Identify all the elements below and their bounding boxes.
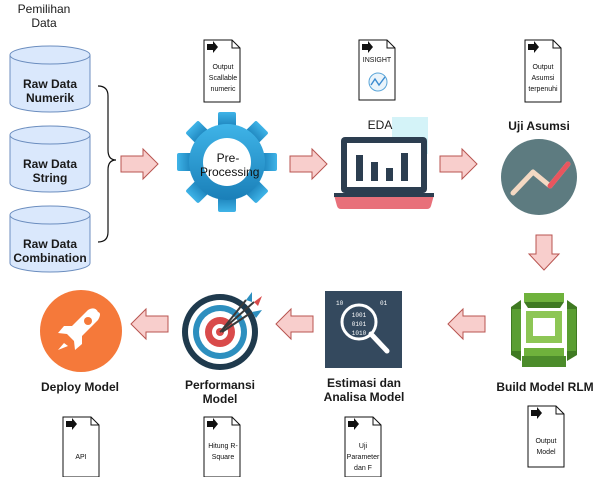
deploy-label: Deploy Model bbox=[40, 380, 119, 394]
source-group-title: Pemilihan Data bbox=[17, 2, 71, 30]
eda-label: EDA bbox=[367, 118, 393, 132]
doc-icon-performansi bbox=[203, 416, 241, 477]
arrow-uji-to-build bbox=[527, 234, 561, 271]
preprocessing-label: Pre-Processing bbox=[200, 151, 260, 179]
cube-model-icon bbox=[511, 293, 577, 367]
svg-text:01: 01 bbox=[380, 300, 388, 307]
cylinder-label-combination: Raw Data Combination bbox=[13, 237, 87, 265]
performansi-label: Performansi Model bbox=[184, 378, 256, 406]
arrow-source-to-preprocessing bbox=[120, 147, 159, 181]
svg-text:1001: 1001 bbox=[352, 312, 367, 319]
doc-icon-preprocessing bbox=[203, 39, 241, 103]
cylinder-label-string: Raw Data String bbox=[22, 157, 78, 185]
doc-icon-deploy bbox=[62, 416, 100, 477]
laptop-chart-icon bbox=[334, 117, 434, 209]
group-brace bbox=[97, 85, 117, 243]
arrow-performansi-to-deploy bbox=[130, 307, 169, 341]
magnifier-binary-icon: 1001 0101 1010 10 01 bbox=[325, 291, 402, 368]
eda-output-text: INSIGHT bbox=[362, 57, 392, 64]
doc-icon-build bbox=[527, 405, 565, 468]
build-output-text: Output Model bbox=[535, 438, 557, 456]
cylinder-combination bbox=[9, 205, 91, 273]
arrow-estimasi-to-performansi bbox=[275, 307, 314, 341]
svg-text:0101: 0101 bbox=[352, 321, 367, 328]
estimasi-output-text: Uji Parameter dan F bbox=[346, 443, 380, 472]
arrow-preprocessing-to-eda bbox=[289, 147, 328, 181]
cylinder-string bbox=[9, 125, 91, 193]
gear-icon bbox=[177, 112, 277, 212]
arrows bbox=[120, 147, 561, 341]
cylinder-numerik bbox=[9, 45, 91, 113]
doc-icon-uji bbox=[524, 39, 562, 103]
doc-icon-eda bbox=[358, 39, 396, 101]
doc-icon-estimasi bbox=[344, 416, 382, 477]
cylinder-label-numerik: Raw Data Numerik bbox=[22, 77, 78, 105]
arrow-build-to-estimasi bbox=[447, 307, 486, 341]
trend-circle-icon bbox=[501, 139, 577, 215]
target-icon bbox=[182, 292, 262, 370]
arrow-eda-to-uji bbox=[439, 147, 478, 181]
svg-text:1010: 1010 bbox=[352, 330, 367, 337]
rocket-icon bbox=[40, 290, 122, 372]
performansi-output-text: Hitung R-Square bbox=[208, 443, 238, 461]
deploy-output-text: API bbox=[75, 454, 87, 461]
uji-output-text: Output Asumsi terpenuhi bbox=[528, 64, 558, 93]
build-model-label: Build Model RLM bbox=[496, 380, 594, 394]
uji-asumsi-label: Uji Asumsi bbox=[508, 119, 570, 133]
insight-chart-icon bbox=[368, 72, 388, 92]
preprocessing-output-text: Output Scallable numeric bbox=[208, 64, 238, 93]
estimasi-label: Estimasi dan Analisa Model bbox=[323, 376, 405, 404]
svg-text:10: 10 bbox=[336, 300, 344, 307]
